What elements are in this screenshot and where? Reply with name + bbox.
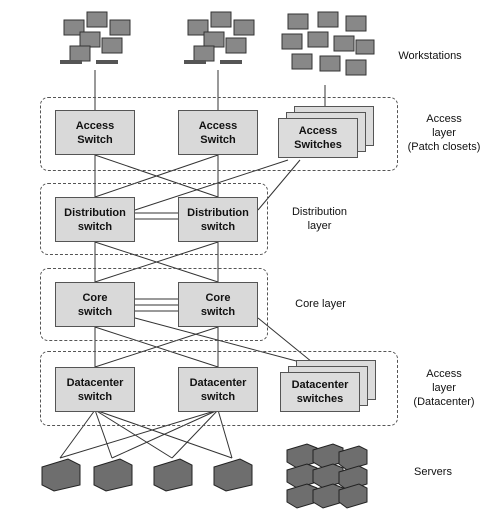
datacenter-switch-left: Datacenter switch xyxy=(55,367,135,412)
server-stack-icon xyxy=(286,443,368,509)
datacenter-switch-right: Datacenter switch xyxy=(178,367,258,412)
access-layer-patch-label: Access layer (Patch closets) xyxy=(407,113,481,153)
servers-label: Servers xyxy=(414,466,452,478)
access-layer-zone xyxy=(40,97,398,171)
core-switch-left: Core switch xyxy=(55,282,135,327)
access-switches-label: Access Switches xyxy=(278,118,358,158)
workstations-label: Workstations xyxy=(398,50,462,62)
distribution-layer-zone xyxy=(40,183,268,255)
access-switches-stack: Access Switches xyxy=(278,106,378,164)
distribution-layer-label: Distribution layer xyxy=(291,206,348,232)
access-switch-right: Access Switch xyxy=(178,110,258,155)
distribution-switch-left: Distribution switch xyxy=(55,197,135,242)
workstation-icon-group-middle xyxy=(184,11,255,64)
workstation-icon-group-right xyxy=(281,11,375,76)
datacenter-switches-stack: Datacenter switches xyxy=(280,360,380,416)
core-switch-right: Core switch xyxy=(178,282,258,327)
distribution-switch-right: Distribution switch xyxy=(178,197,258,242)
server-icons-row xyxy=(41,458,253,492)
access-switch-left: Access Switch xyxy=(55,110,135,155)
datacenter-switches-label: Datacenter switches xyxy=(280,372,360,412)
core-layer-label: Core layer xyxy=(295,298,346,310)
core-layer-zone xyxy=(40,268,268,341)
access-layer-datacenter-label: Access layer (Datacenter) xyxy=(413,368,475,408)
workstation-icon-group-left xyxy=(60,11,131,64)
datacenter-access-zone xyxy=(40,351,398,426)
